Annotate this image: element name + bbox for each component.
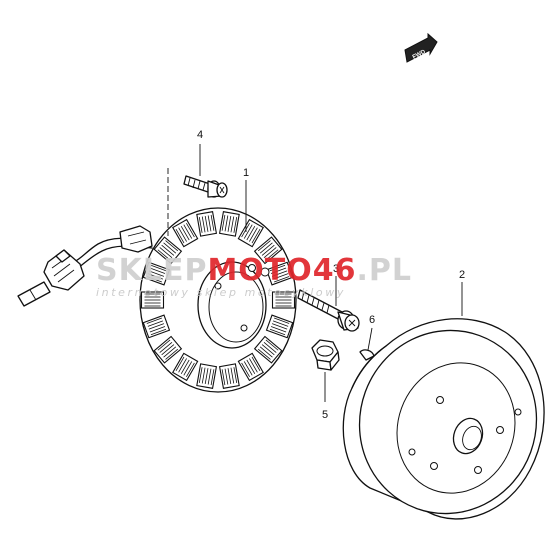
fwd-arrow-icon: FWD: [404, 32, 438, 63]
stator-coil: [140, 291, 165, 309]
callout-2: 2: [459, 269, 465, 281]
watermark-brand-right: 46: [313, 253, 357, 288]
stator-coil: [142, 261, 171, 286]
fwd-label: FWD: [412, 49, 427, 61]
stator-coil: [218, 363, 240, 389]
stator-coil: [142, 314, 171, 339]
watermark-brand-mid: MOTO: [207, 253, 312, 288]
stator: [139, 207, 297, 393]
wire-harness: [17, 225, 153, 307]
stator-coil: [153, 335, 183, 364]
stator-coil: [153, 236, 183, 265]
stator-coil: [196, 211, 218, 237]
leader-lines: [167, 144, 463, 402]
stator-coil: [265, 261, 294, 286]
stator-coil: [271, 291, 296, 309]
stator-coil: [237, 218, 264, 248]
callout-1: 1: [243, 167, 249, 179]
svg-text:SKLEPMOTO46.PL: SKLEPMOTO46.PL: [96, 253, 412, 288]
stator-coil: [237, 352, 264, 382]
stator-coil: [218, 211, 240, 237]
stator-coil: [265, 314, 294, 339]
stator-coil: [196, 363, 218, 389]
stator-coil: [253, 236, 283, 265]
callout-3: 3: [333, 263, 339, 275]
cover-screw: [183, 175, 228, 198]
stator-bolt: [297, 289, 360, 332]
callout-5: 5: [322, 409, 328, 421]
rotor: [342, 318, 545, 520]
watermark: SKLEPMOTO46.PL internetowy sklep motocyk…: [96, 253, 412, 299]
stator-coil: [253, 335, 283, 364]
watermark-brand-left: SKLEP: [96, 253, 207, 288]
stator-coil: [172, 218, 199, 248]
stator-coil: [172, 352, 199, 382]
watermark-tagline: internetowy sklep motocyklowy: [96, 286, 346, 299]
callout-6: 6: [369, 314, 375, 326]
callout-4: 4: [197, 129, 203, 141]
rotor-nut: [311, 339, 340, 371]
watermark-brand-tld: .PL: [357, 253, 413, 288]
